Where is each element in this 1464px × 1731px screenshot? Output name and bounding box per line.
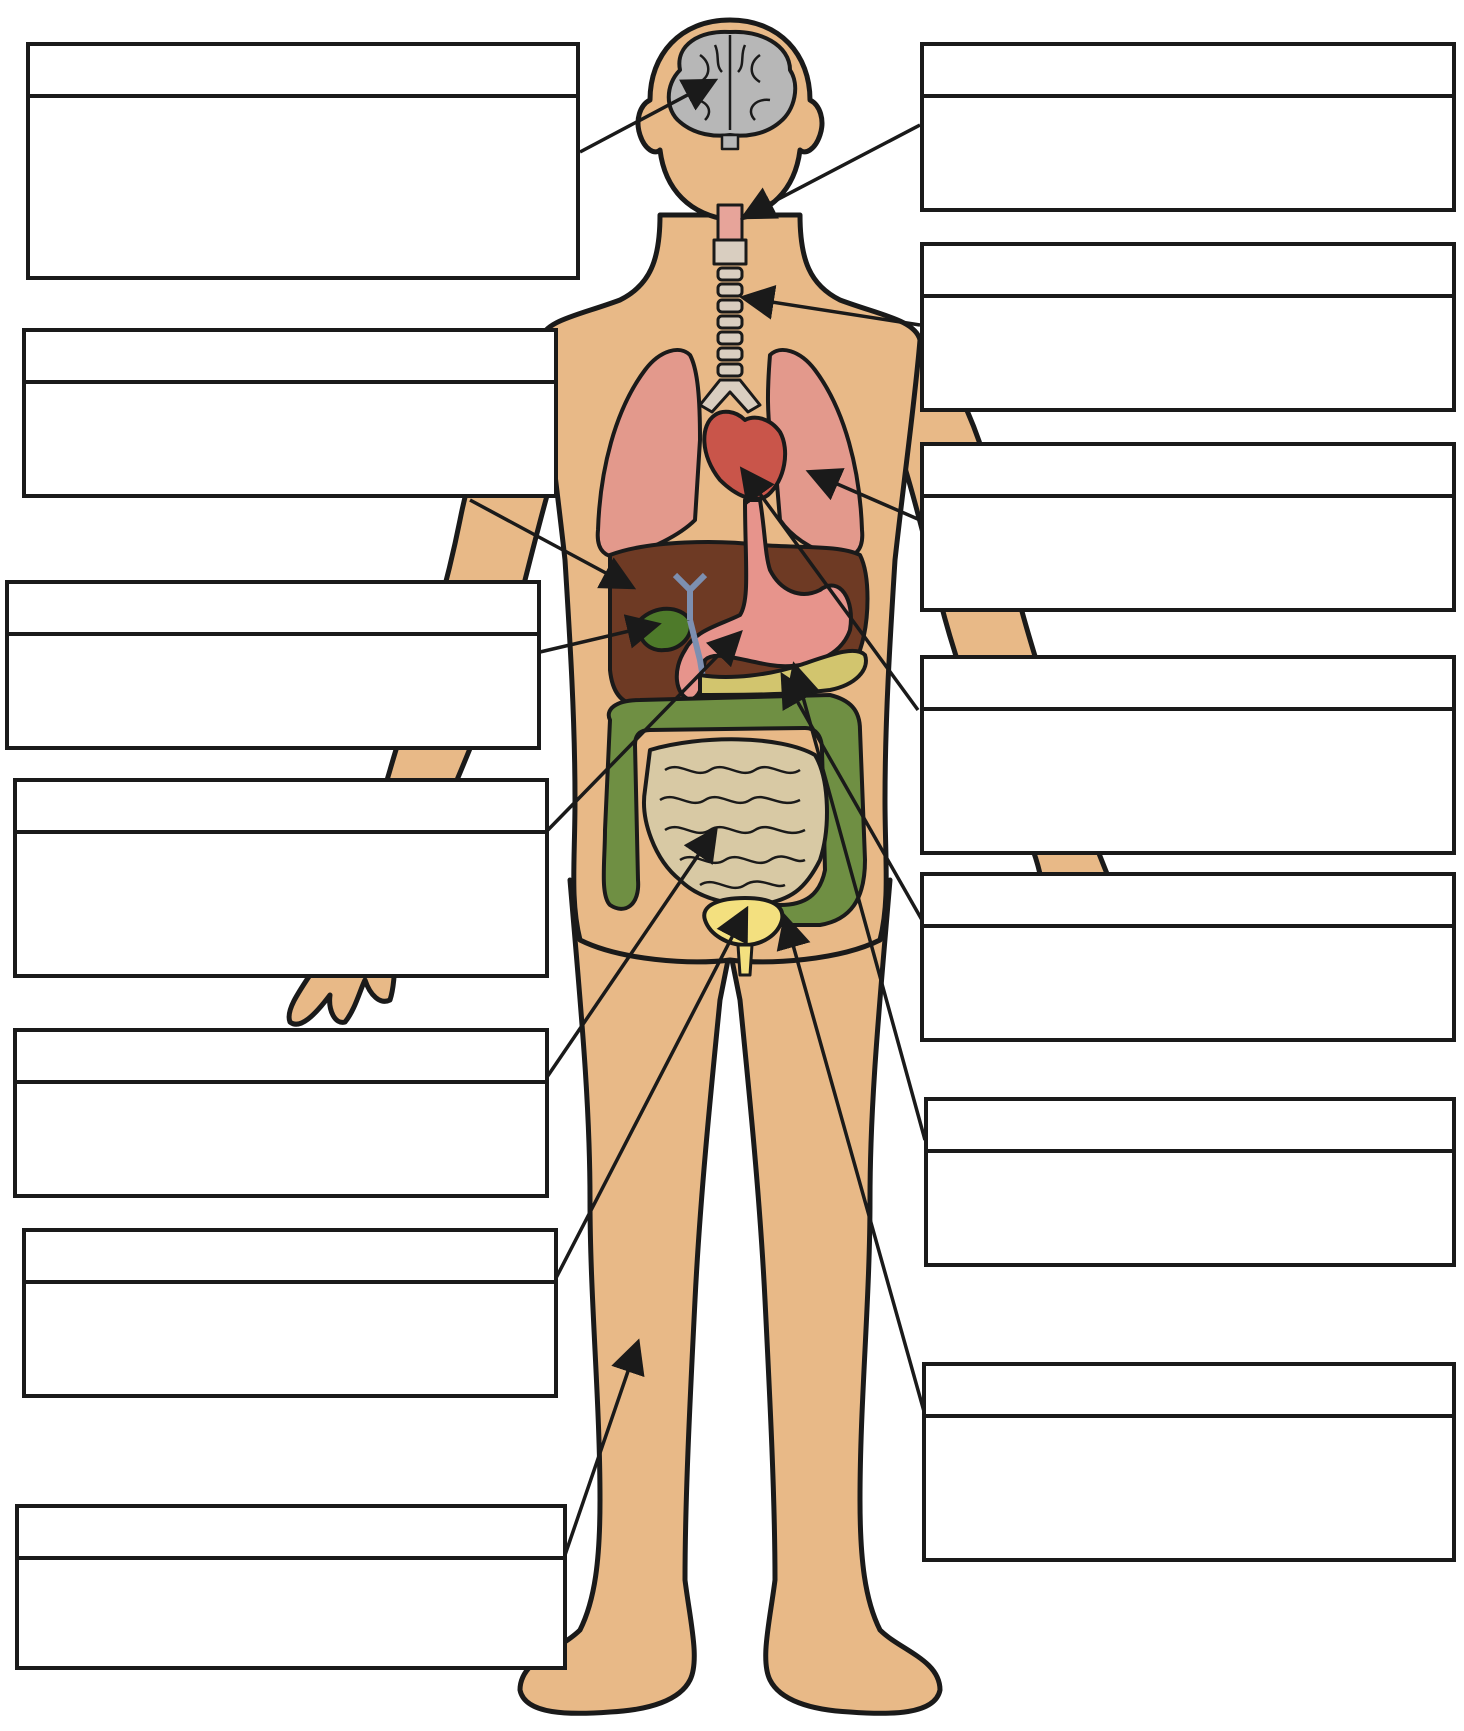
label-description[interactable]	[30, 98, 576, 118]
label-title[interactable]	[17, 1032, 545, 1084]
label-title[interactable]	[924, 659, 1452, 711]
label-description[interactable]	[924, 711, 1452, 731]
label-box-liver[interactable]	[22, 328, 558, 498]
label-title[interactable]	[924, 46, 1452, 98]
label-title[interactable]	[17, 782, 545, 834]
label-box-pancreas[interactable]	[920, 872, 1456, 1042]
label-title[interactable]	[26, 332, 554, 384]
label-description[interactable]	[26, 384, 554, 404]
label-box-kidney[interactable]	[924, 1097, 1456, 1267]
label-description[interactable]	[924, 928, 1452, 948]
label-description[interactable]	[924, 298, 1452, 318]
label-title[interactable]	[30, 46, 576, 98]
label-box-small-intestine[interactable]	[13, 1028, 549, 1198]
label-box-heart[interactable]	[920, 655, 1456, 855]
label-title[interactable]	[19, 1508, 563, 1560]
label-description[interactable]	[9, 636, 537, 656]
label-title[interactable]	[26, 1232, 554, 1284]
label-description[interactable]	[26, 1284, 554, 1304]
label-box-gall-bladder[interactable]	[5, 580, 541, 750]
label-box-skin[interactable]	[15, 1504, 567, 1670]
gall-bladder-organ	[639, 609, 691, 650]
label-box-stomach[interactable]	[13, 778, 549, 978]
label-title[interactable]	[924, 246, 1452, 298]
label-description[interactable]	[924, 498, 1452, 518]
label-title[interactable]	[924, 446, 1452, 498]
label-description[interactable]	[17, 834, 545, 854]
label-description[interactable]	[17, 1084, 545, 1104]
label-description[interactable]	[928, 1153, 1452, 1173]
label-description[interactable]	[926, 1418, 1452, 1438]
label-title[interactable]	[9, 584, 537, 636]
label-box-lungs[interactable]	[920, 442, 1456, 612]
label-box-bladder[interactable]	[22, 1228, 558, 1398]
label-title[interactable]	[924, 876, 1452, 928]
label-title[interactable]	[926, 1366, 1452, 1418]
label-box-oesophagus[interactable]	[920, 42, 1456, 212]
label-box-large-intestine[interactable]	[922, 1362, 1456, 1562]
urethra-organ	[738, 945, 752, 975]
label-box-brain[interactable]	[26, 42, 580, 280]
label-description[interactable]	[924, 98, 1452, 118]
right-leg	[730, 880, 940, 1713]
label-description[interactable]	[19, 1560, 563, 1580]
label-box-trachea[interactable]	[920, 242, 1456, 412]
label-title[interactable]	[928, 1101, 1452, 1153]
